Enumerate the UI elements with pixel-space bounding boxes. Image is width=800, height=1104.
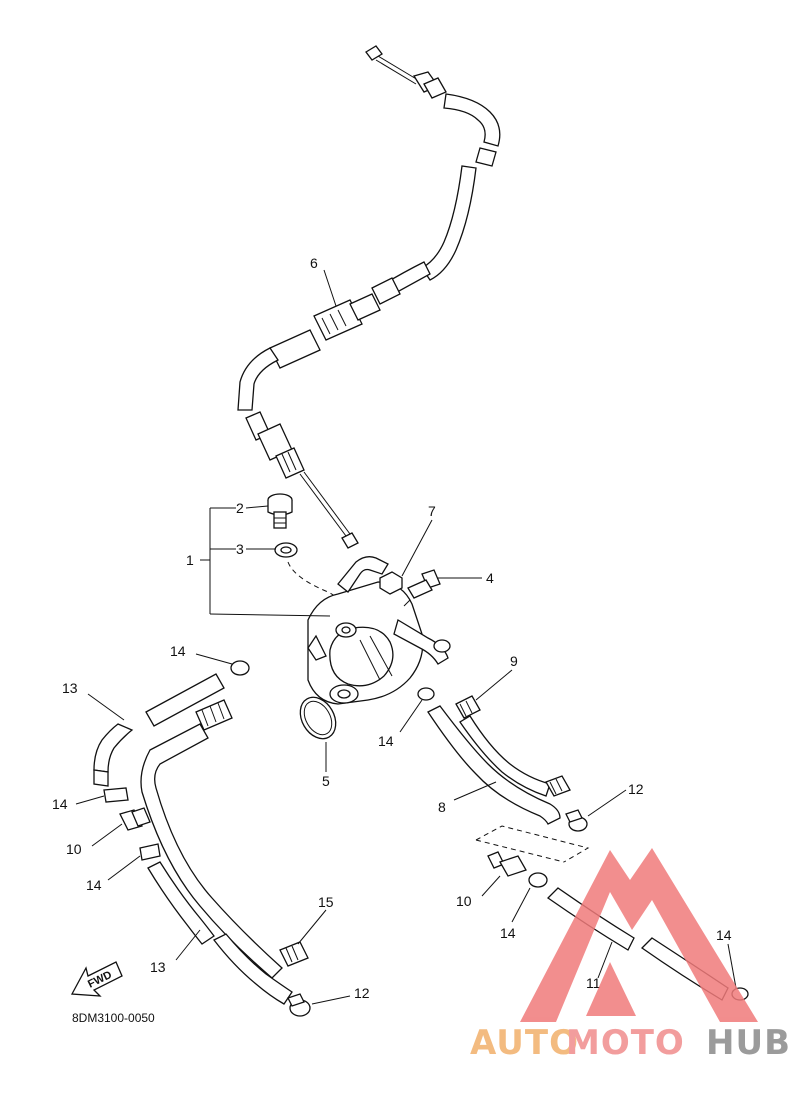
callout-9: 9 <box>510 653 518 669</box>
diagram-code: 8DM3100-0050 <box>72 1011 155 1025</box>
oil-pump-assembly <box>307 556 451 705</box>
callout-14c: 14 <box>86 877 102 893</box>
callout-14a: 14 <box>170 643 186 659</box>
fwd-arrow: FWD <box>70 961 123 997</box>
nut-part-7 <box>379 571 403 595</box>
watermark-hub: HUB <box>706 1023 791 1063</box>
watermark-moto: MOTO <box>566 1023 685 1063</box>
callout-14f: 14 <box>716 927 732 943</box>
callout-13a: 13 <box>62 680 78 696</box>
callout-13b: 13 <box>150 959 166 975</box>
callout-10a: 10 <box>66 841 82 857</box>
callout-14b: 14 <box>52 796 68 812</box>
callout-2: 2 <box>236 500 244 516</box>
callout-12a: 12 <box>628 781 644 797</box>
callout-7: 7 <box>428 503 436 519</box>
callouts: 1 2 3 4 5 6 7 8 9 10 10 11 12 12 13 13 1… <box>52 255 732 1001</box>
callout-8: 8 <box>438 799 446 815</box>
bolt-part-4 <box>403 569 441 607</box>
callout-12b: 12 <box>354 985 370 1001</box>
callout-14e: 14 <box>500 925 516 941</box>
callout-1: 1 <box>186 552 194 568</box>
callout-10b: 10 <box>456 893 472 909</box>
watermark-auto: AUTO <box>470 1023 579 1063</box>
o-ring-part-5 <box>299 696 337 740</box>
callout-3: 3 <box>236 541 244 557</box>
callout-14d: 14 <box>378 733 394 749</box>
bolt-part-2 <box>267 493 293 529</box>
callout-4: 4 <box>486 570 494 586</box>
washer-part-3 <box>274 542 298 558</box>
watermark-mark-icon <box>520 848 758 1022</box>
leader-lines <box>75 269 737 1005</box>
hose-group-left <box>93 660 311 1017</box>
pump-cable <box>237 45 501 549</box>
watermark-logo: AUTO MOTO HUB <box>470 848 791 1063</box>
callout-6: 6 <box>310 255 318 271</box>
callout-15: 15 <box>318 894 334 910</box>
callout-5: 5 <box>322 773 330 789</box>
callout-11: 11 <box>586 975 601 991</box>
